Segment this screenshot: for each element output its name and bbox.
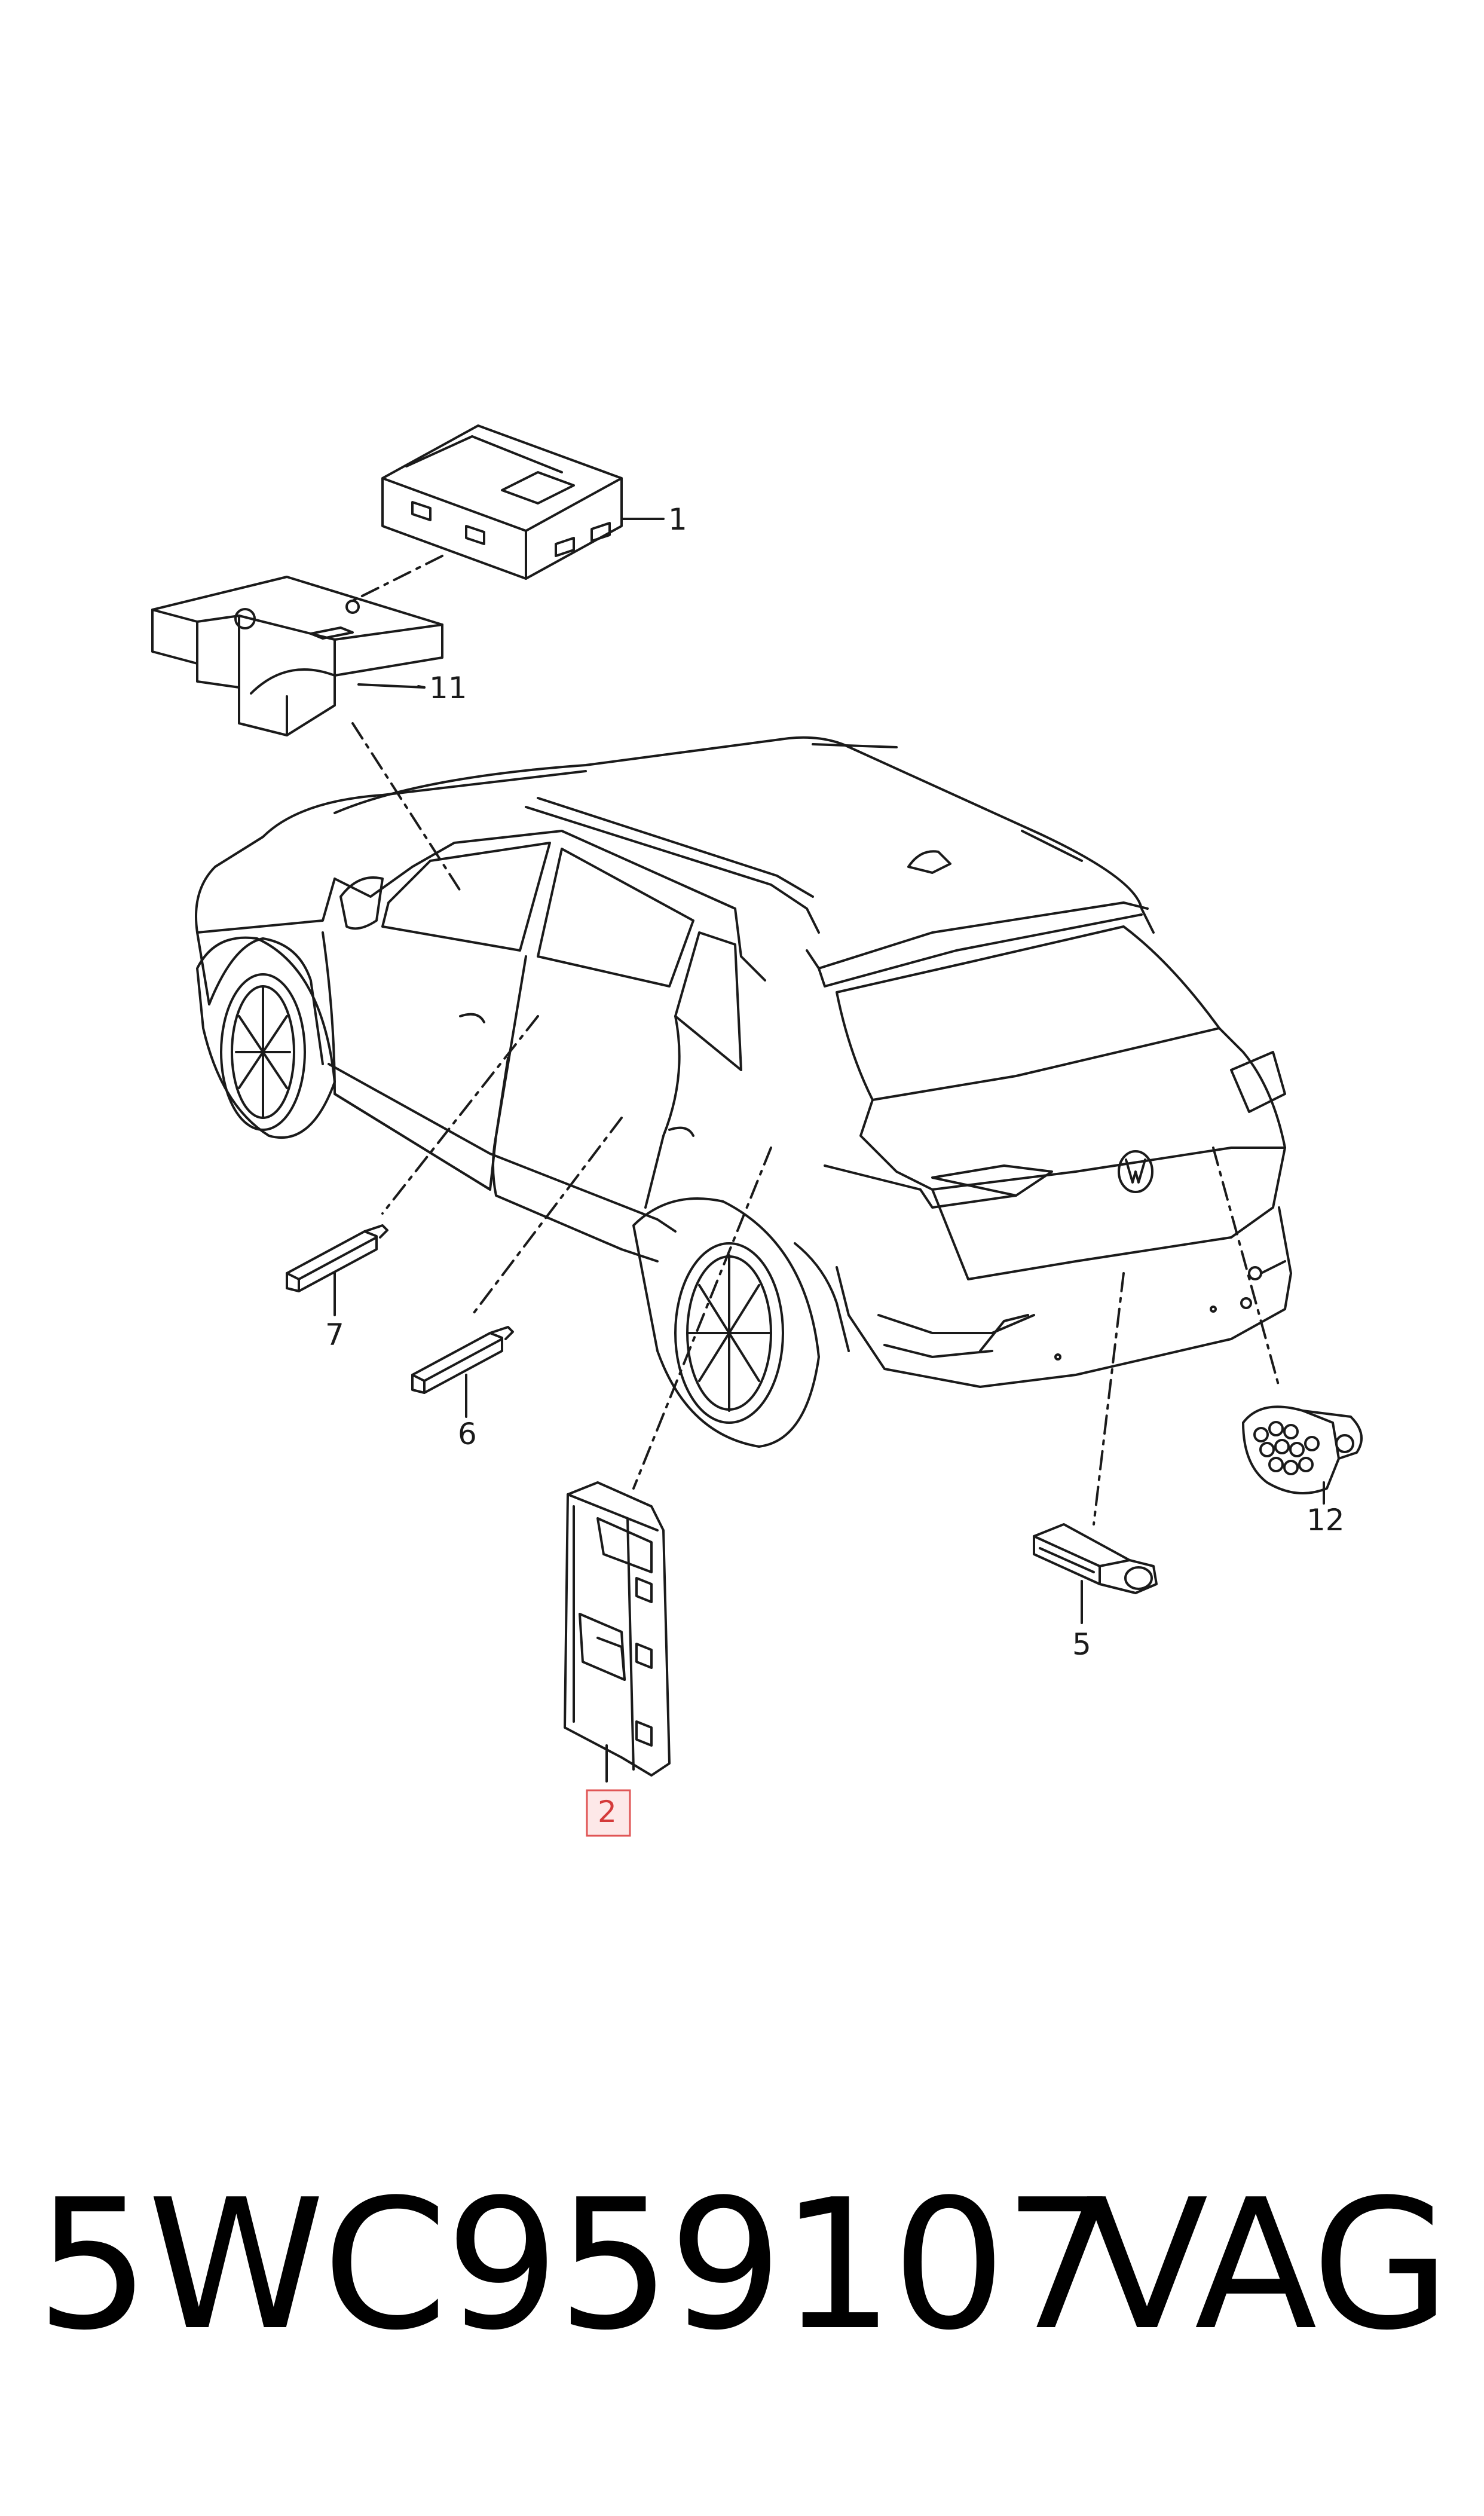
callout-6: 6 bbox=[458, 1417, 477, 1451]
callout-2: 2 bbox=[598, 1794, 617, 1829]
part-12-connector bbox=[1242, 1405, 1363, 1494]
callout-11: 11 bbox=[429, 671, 467, 705]
part-number: 5WC959107 bbox=[36, 2161, 1118, 2370]
vehicle-outline bbox=[195, 736, 1292, 1448]
leader-11 bbox=[357, 683, 426, 689]
assembly-leaders bbox=[345, 555, 1280, 1526]
part-2-control-unit bbox=[564, 1481, 671, 1777]
part-11-bracket bbox=[151, 576, 443, 736]
callout-5: 5 bbox=[1072, 1627, 1091, 1662]
callout-7: 7 bbox=[325, 1317, 344, 1352]
part-5-module bbox=[1033, 1523, 1158, 1594]
part-6-antenna bbox=[411, 1326, 514, 1394]
callout-2-highlight-box bbox=[586, 1789, 631, 1837]
callout-12: 12 bbox=[1306, 1503, 1345, 1537]
brand-name: VAG bbox=[1085, 2161, 1451, 2370]
vw-badge bbox=[1118, 1150, 1153, 1193]
callout-1: 1 bbox=[668, 502, 687, 537]
part-7-antenna bbox=[286, 1224, 388, 1292]
part-1-control-module bbox=[381, 424, 623, 580]
